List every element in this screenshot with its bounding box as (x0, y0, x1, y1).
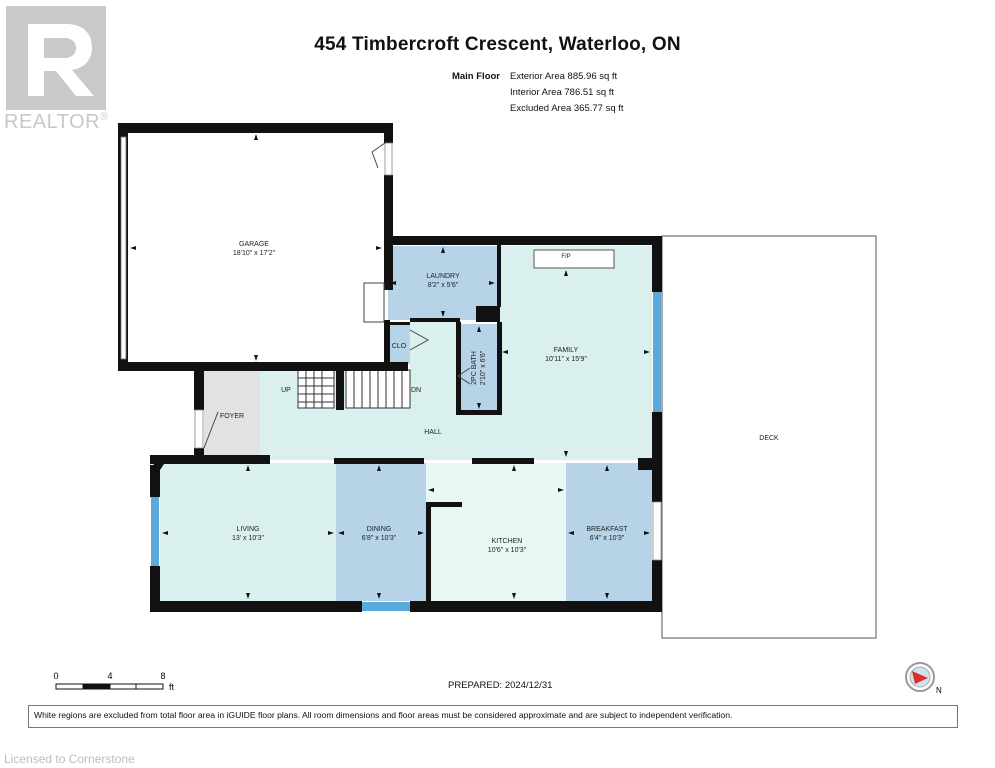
floor-label: Main Floor (451, 71, 500, 82)
door-swings (203, 142, 471, 449)
license-watermark: Licensed to Cornerstone (4, 752, 135, 766)
deck-area (661, 235, 877, 639)
bath-room (460, 324, 500, 412)
laundry-dims: 8'2" x 5'6" (428, 282, 459, 289)
fireplace (533, 249, 615, 269)
garage-label: GARAGE (239, 241, 269, 248)
floor-plan: DECK (118, 123, 877, 639)
page-title: 454 Timbercroft Crescent, Waterloo, ON (314, 34, 681, 55)
garage-dims: 18'10" x 17'2" (233, 250, 276, 257)
stairs (297, 369, 411, 409)
dimension-ticks (130, 134, 650, 599)
dining-label: DINING (367, 526, 392, 533)
closet-label: CLO (392, 343, 407, 350)
breakfast-label: BREAKFAST (586, 526, 628, 533)
disclaimer-text: White regions are excluded from total fl… (34, 710, 733, 720)
deck-label: DECK (759, 435, 779, 442)
exterior-area: Exterior Area 885.96 sq ft (510, 71, 618, 82)
stairs-up-label: UP (281, 387, 291, 394)
scale-tick-4: 4 (107, 671, 112, 681)
kitchen-label: KITCHEN (492, 538, 523, 545)
foyer-label: FOYER (220, 413, 244, 420)
realtor-wordmark: REALTOR® (4, 111, 109, 133)
closet-room (388, 324, 410, 364)
family-room (500, 246, 652, 460)
hall-strip (410, 320, 458, 370)
family-label: FAMILY (554, 347, 579, 354)
scale-tick-0: 0 (53, 671, 58, 681)
breakfast-room (566, 463, 652, 601)
stairs-down-label: DN (411, 387, 421, 394)
kitchen-room (426, 463, 566, 601)
garage-room (124, 130, 388, 365)
compass-north-label: N (936, 686, 942, 695)
prepared-date: PREPARED: 2024/12/31 (448, 680, 553, 691)
patio-door (652, 501, 662, 561)
dining-dims: 6'8" x 10'3" (362, 535, 397, 542)
foyer-room (204, 370, 260, 460)
disclaimer-box (28, 705, 958, 728)
scale-bar: 0 4 8 ft (53, 671, 175, 692)
laundry-label: LAUNDRY (426, 273, 460, 280)
living-dims: 13' x 10'3" (232, 535, 265, 542)
garage-side-door (384, 142, 393, 176)
kitchen-dims: 10'6" x 10'3" (488, 547, 527, 554)
scale-unit: ft (169, 682, 175, 692)
realtor-logo (6, 6, 106, 110)
interior-area: Interior Area 786.51 sq ft (510, 87, 615, 98)
bath-label: 2PC BATH (471, 351, 478, 385)
breakfast-dims: 6'4" x 10'3" (590, 535, 625, 542)
living-room (160, 463, 336, 601)
living-label: LIVING (237, 526, 260, 533)
excluded-area: Excluded Area 365.77 sq ft (510, 103, 624, 114)
compass-icon: N (905, 662, 942, 695)
front-door (194, 409, 204, 449)
garage-door (120, 136, 127, 360)
windows (151, 292, 661, 611)
scale-tick-8: 8 (160, 671, 165, 681)
hall-label: HALL (424, 429, 442, 436)
family-dims: 10'11" x 15'9" (545, 356, 587, 363)
bath-dims: 2'10" x 6'6" (480, 350, 487, 385)
dining-room (336, 463, 426, 601)
fireplace-label: F/P (561, 254, 570, 260)
